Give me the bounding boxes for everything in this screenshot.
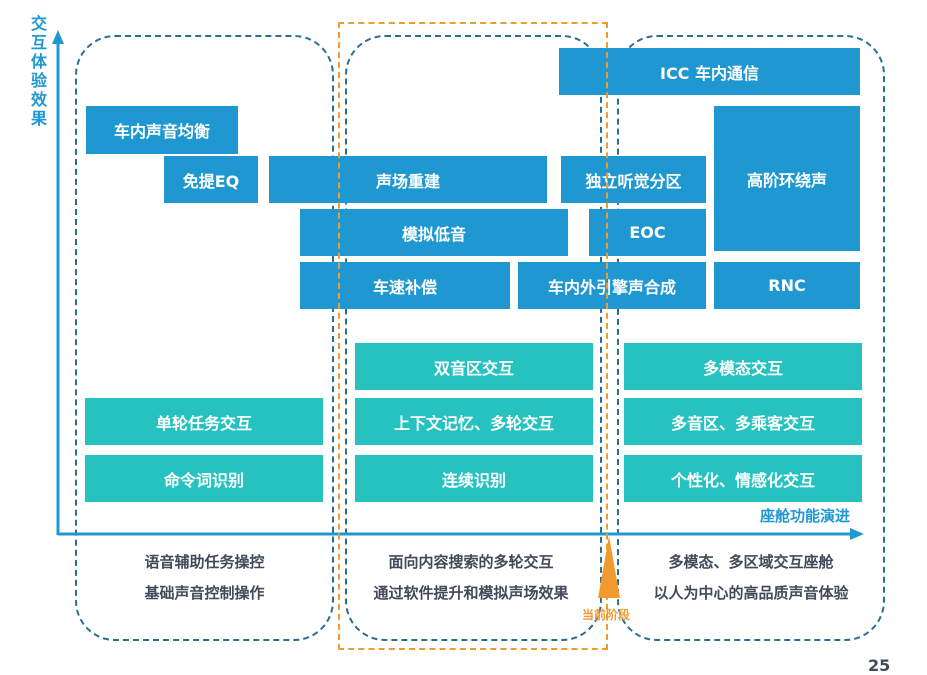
page-number: 25: [868, 656, 891, 675]
box-context-multi-turn: 上下文记忆、多轮交互: [355, 398, 593, 445]
box-sound-field-rebuild: 声场重建: [269, 156, 547, 203]
box-virtual-bass: 模拟低音: [300, 209, 568, 256]
box-high-order-surround: 高阶环绕声: [714, 106, 860, 251]
x-axis-label: 座舱功能演进: [760, 507, 851, 525]
box-speed-compensation: 车速补偿: [300, 262, 510, 309]
x-axis-arrow-icon: [850, 528, 864, 540]
stage-3-line-1: 多模态、多区域交互座舱: [668, 553, 834, 571]
box-dual-zone-interaction: 双音区交互: [355, 343, 593, 390]
stage-2-zone: [345, 35, 602, 641]
box-rnc: RNC: [714, 262, 860, 309]
box-eoc: EOC: [589, 209, 706, 256]
stage-2-line-2: 通过软件提升和模拟声场效果: [373, 584, 569, 602]
stage-3-line-2: 以人为中心的高品质声音体验: [653, 584, 849, 602]
stage-1-zone: [75, 35, 334, 641]
box-independent-audio-zone: 独立听觉分区: [561, 156, 706, 203]
box-continuous-recognition: 连续识别: [355, 455, 593, 502]
stage-1-line-1: 语音辅助任务操控: [144, 553, 265, 571]
box-personalized-emotional: 个性化、情感化交互: [624, 455, 862, 502]
current-stage-label: 当前阶段: [582, 608, 631, 622]
box-multimodal-interaction: 多模态交互: [624, 343, 862, 390]
box-handsfree-eq: 免提EQ: [164, 156, 258, 203]
box-multi-zone-passenger: 多音区、多乘客交互: [624, 398, 862, 445]
box-engine-sound-synthesis: 车内外引擎声合成: [518, 262, 706, 309]
y-axis-label: 交互体验效果: [30, 14, 47, 128]
stage-1-line-2: 基础声音控制操作: [144, 584, 265, 602]
stage-3-zone: [617, 35, 885, 641]
box-single-turn-task: 单轮任务交互: [85, 398, 323, 445]
y-axis-arrow-icon: [52, 30, 64, 44]
current-stage-arrow-icon: [598, 536, 620, 598]
stage-2-line-1: 面向内容搜索的多轮交互: [388, 553, 554, 571]
box-command-word-recognition: 命令词识别: [85, 455, 323, 502]
current-stage-frame: [338, 22, 608, 650]
box-icc: ICC 车内通信: [559, 48, 860, 95]
box-cabin-sound-balance: 车内声音均衡: [86, 106, 238, 154]
